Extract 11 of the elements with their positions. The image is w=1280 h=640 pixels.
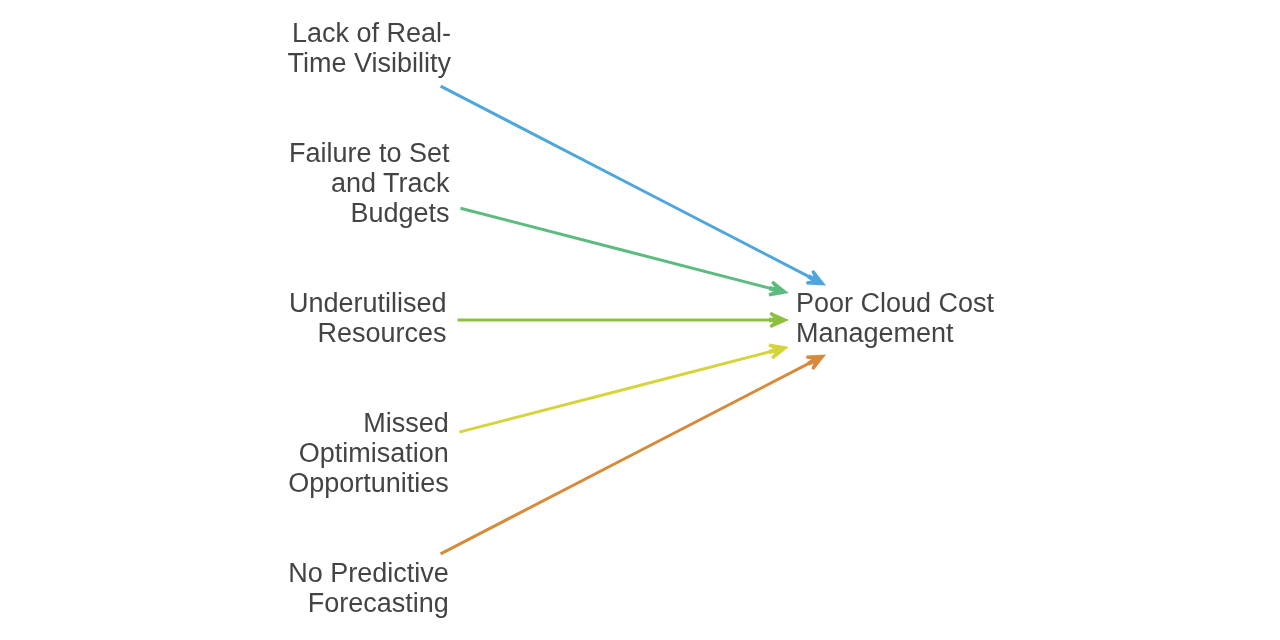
arrow	[458, 343, 787, 434]
node-text: Underutilised Resources	[288, 287, 447, 348]
node-text: Lack of Real-Time Visibility	[287, 17, 451, 78]
node-text: Poor Cloud Cost Management	[796, 287, 995, 348]
node-text: No Predictive Forecasting	[288, 557, 449, 618]
arrow	[460, 206, 787, 297]
arrow	[457, 311, 787, 329]
node-text: Failure to Set and Track Budgets	[288, 137, 450, 228]
arrow	[439, 354, 825, 556]
arrow	[439, 84, 825, 286]
node-text: Missed Optimisation Opportunities	[288, 407, 449, 498]
